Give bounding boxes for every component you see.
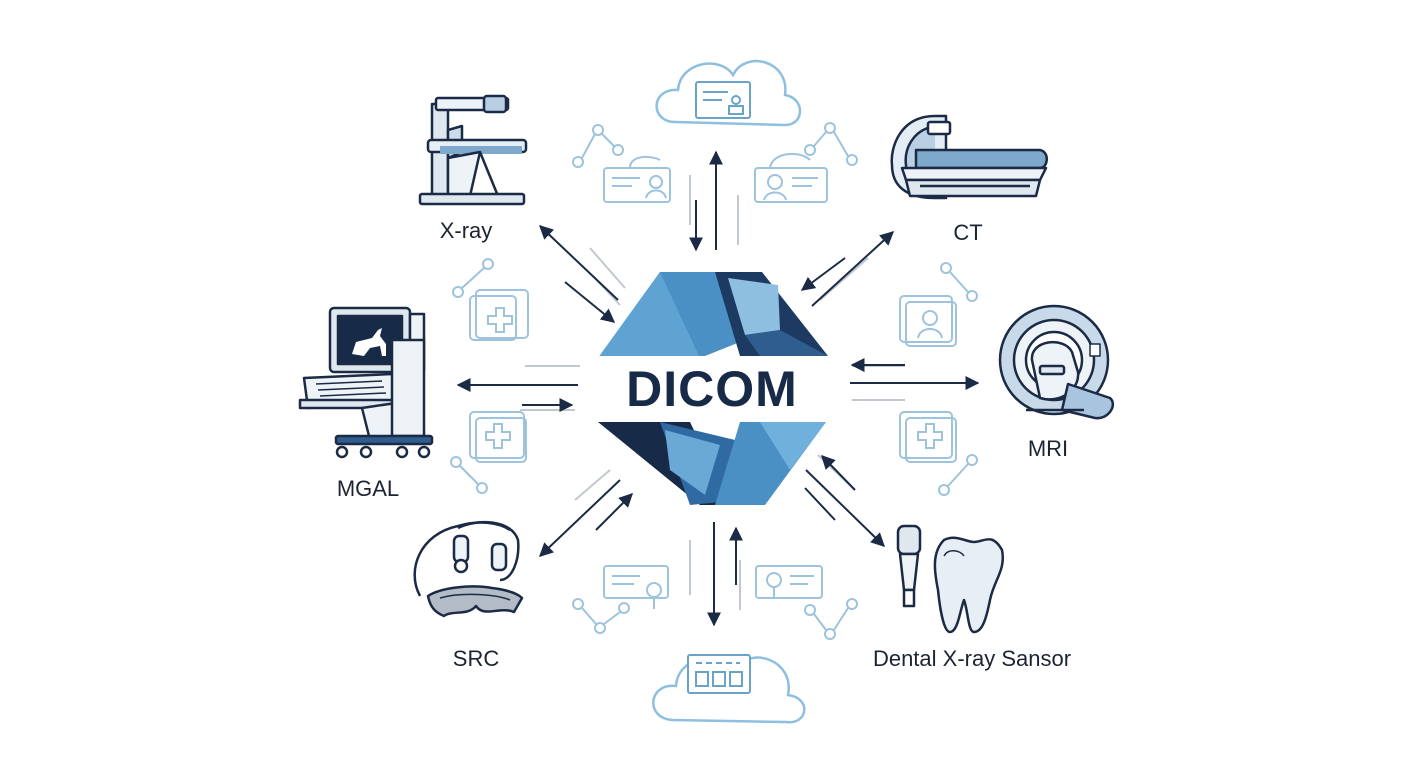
- dental-sensor-tooth-icon: [896, 524, 1005, 634]
- dental-scanner-icon: [413, 520, 524, 618]
- cloud-record-icon: [655, 59, 802, 127]
- node-graph-icon: [938, 454, 978, 496]
- medical-folder-icon: [899, 411, 957, 463]
- node-graph-icon: [940, 262, 978, 302]
- device-label-mgal: MGAL: [336, 476, 400, 501]
- node-graph-icon: [804, 122, 858, 166]
- node-graph-icon: [572, 598, 630, 634]
- device-label-dental-sensor: Dental X-ray Sansor: [872, 646, 1072, 671]
- dicom-logo-icon: [598, 272, 828, 505]
- medical-folder-icon: [469, 289, 529, 341]
- node-graph-icon: [452, 258, 494, 298]
- device-label-ct: CT: [953, 220, 983, 245]
- document-person-icon: [603, 155, 671, 203]
- xray-machine-icon: [418, 94, 528, 206]
- workflow-node-icons: [450, 122, 978, 640]
- node-graph-icon: [804, 598, 858, 640]
- data-flow-arrows: [456, 150, 980, 627]
- mri-scanner-icon: [998, 304, 1115, 420]
- device-label-xray: X-ray: [439, 218, 493, 243]
- dicom-title: DICOM: [612, 362, 812, 416]
- ct-scanner-icon: [890, 114, 1048, 200]
- device-label-src: SRC: [452, 646, 500, 671]
- veterinary-workstation-icon: [298, 306, 434, 459]
- document-person-icon: [754, 152, 828, 203]
- node-graph-icon: [572, 124, 624, 168]
- node-graph-icon: [450, 456, 488, 494]
- document-person-icon: [603, 565, 669, 609]
- medical-folder-icon: [469, 411, 527, 463]
- cloud-grid-icon: [652, 654, 806, 724]
- device-label-mri: MRI: [1027, 436, 1069, 461]
- document-person-icon: [755, 565, 823, 599]
- document-person-icon: [899, 295, 957, 347]
